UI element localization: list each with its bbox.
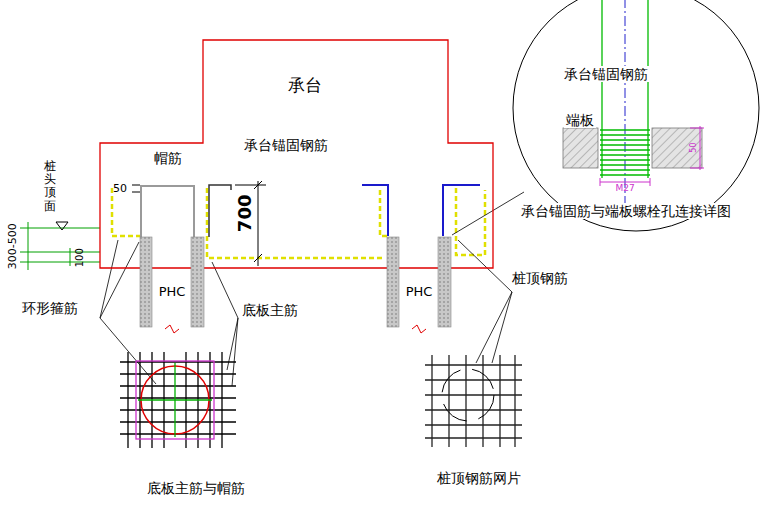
figure-caption: 桩顶钢筋网片 <box>437 470 521 486</box>
detail-circle: 承台锚固钢筋端板 M27 50 <box>512 0 760 232</box>
node-text: 承台 <box>288 76 322 96</box>
node-text: PHC <box>406 285 433 300</box>
part-label: 底板主筋 <box>242 302 298 318</box>
node-text: PHC <box>159 285 186 300</box>
bolt-detail <box>563 0 704 205</box>
node-text: 承台锚固钢筋 <box>562 66 650 82</box>
hoop-rebar <box>136 361 214 439</box>
hat-rebar <box>141 186 194 237</box>
rebar-grid <box>120 352 236 448</box>
anchor-rebar-blue <box>362 185 480 236</box>
dimension-text: 300-500 <box>7 223 20 269</box>
part-label: 承台锚固钢筋 <box>244 137 328 153</box>
dimension-50 <box>132 185 140 192</box>
node-text: M27 <box>615 183 634 193</box>
phc-pile: PHC <box>387 237 451 333</box>
level-dimension <box>20 222 100 270</box>
anchor-rebar <box>209 185 231 237</box>
dimension-text: 50 <box>113 183 127 196</box>
part-label: 桩顶钢筋 <box>512 270 568 286</box>
part-label: 帽筋 <box>154 150 182 166</box>
figure-caption: 底板主筋与帽筋 <box>147 480 245 496</box>
detail-circle-outline <box>512 0 760 232</box>
level-marker <box>56 222 68 230</box>
phc-pile: PHC <box>140 237 204 333</box>
center-cross <box>138 363 212 437</box>
node-text: 50 <box>688 143 697 153</box>
node-text: 端板 <box>564 112 596 128</box>
pile-outline <box>442 369 494 421</box>
detail-title: 承台锚固筋与端板螺栓孔连接详图 <box>519 203 733 219</box>
dimension-text: 700 <box>236 194 257 232</box>
level-label: 桩头顶面 <box>44 160 56 213</box>
part-label: 环形箍筋 <box>22 300 78 316</box>
dimension-700 <box>235 181 266 266</box>
pile-top-mesh <box>425 355 522 447</box>
rebar-yellow <box>112 188 485 258</box>
dimension-text: 100 <box>74 248 86 267</box>
